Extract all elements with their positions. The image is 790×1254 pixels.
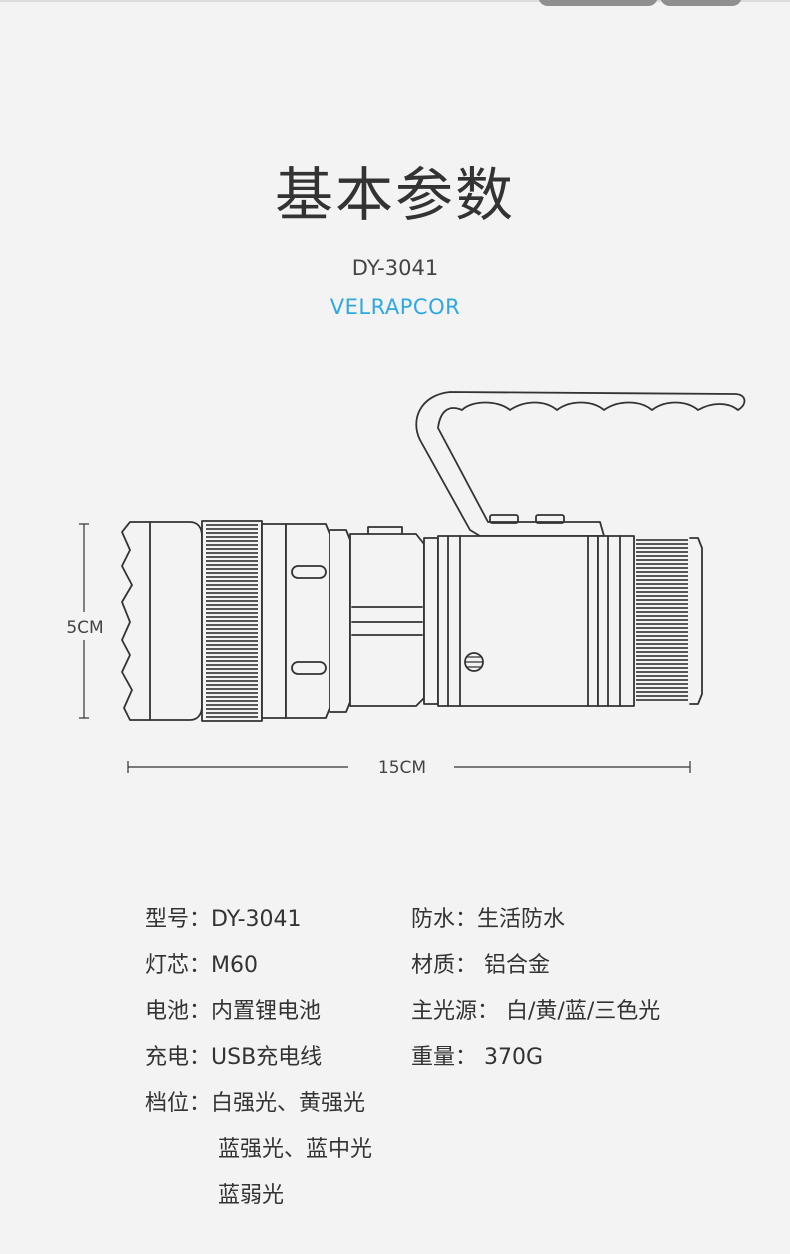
flashlight-drawing: 5CM 15CM <box>62 391 746 778</box>
brand-name: VELRAPCOR <box>329 295 461 319</box>
top-banner-fragment <box>660 0 742 6</box>
spec-modes: 档位：白强光、黄强光 <box>145 1085 365 1117</box>
spec-value: 370G <box>477 1045 544 1070</box>
spec-value: 铝合金 <box>477 953 551 978</box>
spec-label: 灯芯： <box>145 953 212 978</box>
page-title: 基本参数 <box>274 161 515 229</box>
spec-label: 档位： <box>145 1091 212 1116</box>
spec-model: 型号：DY-3041 <box>145 901 302 933</box>
spec-modes-continued: 蓝强光、蓝中光 <box>218 1137 373 1162</box>
spec-value: 白/黄/蓝/三色光 <box>499 999 661 1024</box>
spec-charging: 充电：USB充电线 <box>145 1039 322 1071</box>
spec-value: M60 <box>211 953 258 978</box>
spec-label: 型号： <box>145 907 212 932</box>
spec-value: USB充电线 <box>211 1045 323 1070</box>
spec-label: 重量： <box>411 1045 478 1070</box>
spec-material: 材质： 铝合金 <box>411 947 550 979</box>
spec-waterproof: 防水：生活防水 <box>411 901 565 933</box>
spec-label: 防水： <box>411 907 478 932</box>
spec-value: 白强光、黄强光 <box>211 1091 366 1116</box>
spec-modes-continued: 蓝弱光 <box>218 1183 285 1208</box>
spec-battery: 电池：内置锂电池 <box>145 993 321 1025</box>
front-knurled-ring <box>206 524 258 718</box>
body-tube-illustration <box>437 535 703 707</box>
spec-label: 电池： <box>145 999 212 1024</box>
top-banner-fragment <box>538 0 658 6</box>
length-dimension <box>127 761 691 773</box>
tail-knurled-ring <box>636 539 688 701</box>
spec-value: DY-3041 <box>211 907 302 932</box>
spec-weight: 重量： 370G <box>411 1039 543 1071</box>
spec-led-chip: 灯芯：M60 <box>145 947 258 979</box>
spec-label: 充电： <box>145 1045 212 1070</box>
handle-illustration <box>415 391 746 537</box>
height-dimension-label: 5CM <box>66 618 103 638</box>
spec-label: 主光源： <box>411 999 500 1024</box>
top-divider <box>0 0 790 2</box>
spec-value: 生活防水 <box>477 907 566 932</box>
spec-value: 内置锂电池 <box>211 999 322 1024</box>
length-dimension-label: 15CM <box>378 758 426 778</box>
spec-light-source: 主光源： 白/黄/蓝/三色光 <box>411 993 660 1025</box>
switch-body-illustration <box>349 526 439 707</box>
spec-label: 材质： <box>411 953 478 978</box>
model-number: DY-3041 <box>351 256 439 280</box>
